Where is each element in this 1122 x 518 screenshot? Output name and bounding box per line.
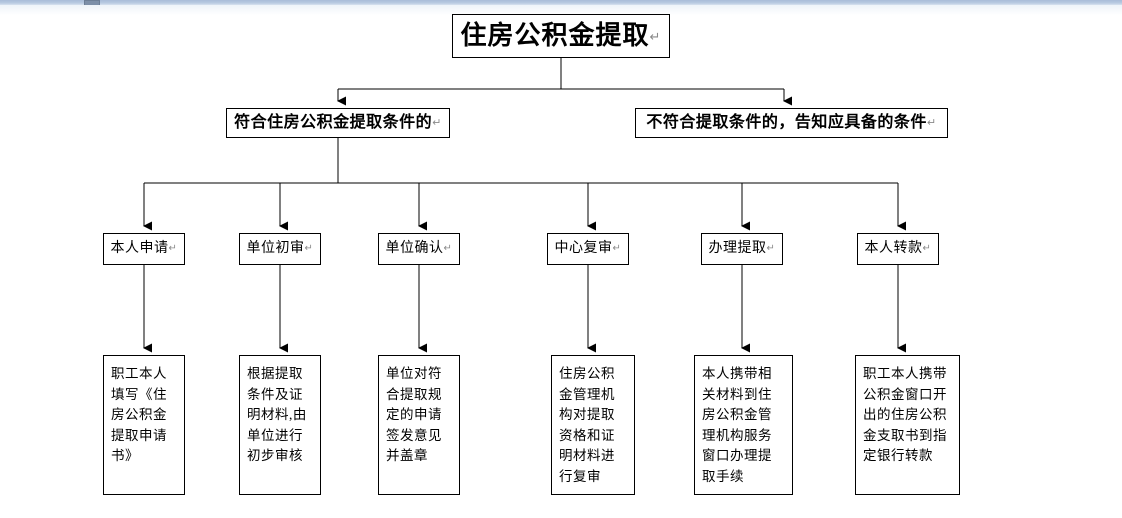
window-top-fade — [0, 5, 1122, 15]
paragraph-mark-icon: ↵ — [922, 243, 932, 254]
node-detail-1[interactable]: 职工本人填写《住房公积金提取申请书》 — [103, 355, 185, 495]
node-detail-1-text: 职工本人填写《住房公积金提取申请书》 — [111, 366, 167, 464]
paragraph-mark-icon: ↵ — [926, 116, 937, 129]
paragraph-mark-icon: ↵ — [168, 243, 178, 254]
node-eligible-label: 符合住房公积金提取条件的 — [234, 114, 433, 131]
node-detail-3[interactable]: 单位对符合提取规定的申请签发意见并盖章 — [378, 355, 460, 495]
node-detail-2-text: 根据提取条件及证明材料,由单位进行初步审核 — [247, 366, 307, 464]
node-detail-4[interactable]: 住房公积金管理机构对提取资格和证明材料进行复审 — [551, 355, 635, 495]
paragraph-mark-icon: ↵ — [766, 243, 776, 254]
node-step-4-label: 中心复审 — [554, 241, 613, 256]
node-detail-3-text: 单位对符合提取规定的申请签发意见并盖章 — [386, 366, 442, 464]
paragraph-mark-icon: ↵ — [304, 243, 314, 254]
node-step-2-label: 单位初审 — [246, 241, 305, 256]
node-step-4[interactable]: 中心复审↵ — [547, 233, 629, 265]
paragraph-mark-icon: ↵ — [612, 243, 622, 254]
node-ineligible[interactable]: 不符合提取条件的，告知应具备的条件↵ — [635, 108, 948, 138]
node-detail-5-text: 本人携带相关材料到住房公积金管理机构服务窗口办理提取手续 — [702, 366, 772, 484]
node-detail-5[interactable]: 本人携带相关材料到住房公积金管理机构服务窗口办理提取手续 — [694, 355, 793, 495]
node-step-6[interactable]: 本人转款↵ — [857, 233, 939, 265]
paragraph-mark-icon: ↵ — [443, 243, 453, 254]
node-step-6-label: 本人转款 — [864, 241, 923, 256]
node-root-label: 住房公积金提取 — [460, 21, 650, 50]
node-eligible[interactable]: 符合住房公积金提取条件的↵ — [226, 108, 450, 138]
node-ineligible-label: 不符合提取条件的，告知应具备的条件 — [646, 114, 927, 131]
window-top-strip — [0, 0, 1122, 5]
node-step-3[interactable]: 单位确认↵ — [378, 233, 460, 265]
node-step-1[interactable]: 本人申请↵ — [103, 233, 185, 265]
node-step-5[interactable]: 办理提取↵ — [701, 233, 783, 265]
node-step-1-label: 本人申请 — [110, 241, 169, 256]
node-step-3-label: 单位确认 — [385, 241, 444, 256]
node-detail-2[interactable]: 根据提取条件及证明材料,由单位进行初步审核 — [239, 355, 321, 495]
node-step-5-label: 办理提取 — [708, 241, 767, 256]
node-detail-6[interactable]: 职工本人携带公积金窗口开出的住房公积金支取书到指定银行转款 — [855, 355, 960, 495]
node-detail-6-text: 职工本人携带公积金窗口开出的住房公积金支取书到指定银行转款 — [863, 366, 947, 464]
node-root-title[interactable]: 住房公积金提取↵ — [452, 14, 670, 58]
node-step-2[interactable]: 单位初审↵ — [239, 233, 321, 265]
paragraph-mark-icon: ↵ — [649, 28, 662, 44]
paragraph-mark-icon: ↵ — [432, 116, 442, 129]
node-detail-4-text: 住房公积金管理机构对提取资格和证明材料进行复审 — [559, 366, 615, 484]
